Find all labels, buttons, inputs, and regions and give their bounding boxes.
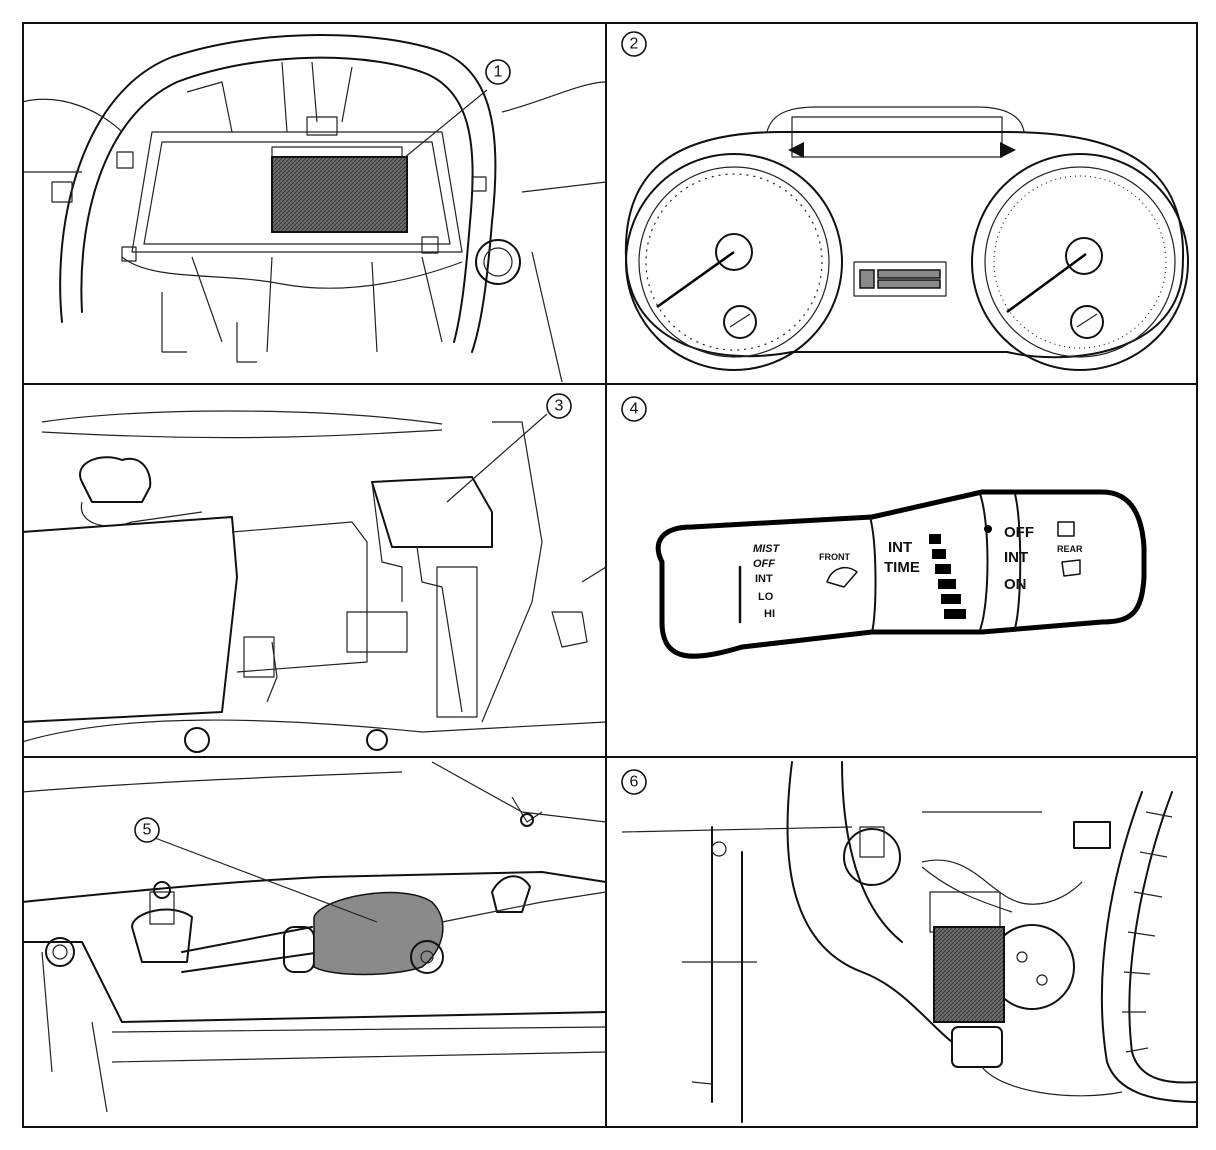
int-time-label-1: INT: [888, 539, 912, 556]
off-label-front: OFF: [753, 558, 775, 570]
panel-5-front-wiper-motor: 5: [22, 761, 606, 1113]
left-turn-arrow-icon: [788, 142, 804, 158]
int-label-front: INT: [755, 573, 773, 585]
rear-washer-icon: [1057, 521, 1075, 537]
callout-2: 2: [630, 36, 639, 53]
panel-4-wiper-switch: MIST OFF INT LO HI FRONT INT TIME OFF IN…: [621, 396, 1147, 659]
int-time-indicator: [929, 534, 966, 619]
int-time-label-2: TIME: [884, 559, 920, 576]
callout-5: 5: [143, 822, 152, 839]
panel-3-engine-room-relay-location: 3: [22, 393, 606, 753]
wiper-switch-connector: [933, 926, 1005, 1023]
lo-label: LO: [758, 591, 774, 603]
hi-label: HI: [764, 608, 775, 620]
odometer-display: [853, 261, 947, 297]
diagram-frame: 1 2: [22, 22, 1198, 1128]
panel-2-instrument-cluster: 2: [621, 31, 1189, 371]
panel-1-combination-meter-location: 1: [22, 34, 606, 383]
wiper-motor-housing: [283, 926, 315, 973]
diagram-svg: 1 2: [22, 22, 1198, 1128]
right-turn-arrow-icon: [1000, 142, 1016, 158]
panel-grid-border: [22, 22, 1198, 1128]
int-label-rear: INT: [1004, 549, 1028, 566]
combination-meter-unit: [271, 156, 408, 233]
front-label: FRONT: [819, 552, 850, 562]
callout-4: 4: [630, 401, 639, 418]
callout-1: 1: [494, 64, 503, 81]
off-label-rear: OFF: [1004, 524, 1034, 541]
tachometer-gauge: [971, 153, 1189, 371]
callout-6: 6: [630, 774, 639, 791]
rear-wiper-icon: [1061, 559, 1081, 577]
rear-label: REAR: [1057, 544, 1083, 554]
mist-label: MIST: [753, 543, 781, 555]
front-wiper-icon: [826, 566, 858, 588]
on-label-rear: ON: [1004, 576, 1027, 593]
ipdm-relay-box: [371, 476, 493, 548]
speedometer-gauge: [625, 153, 843, 371]
callout-3: 3: [555, 398, 564, 415]
panel-6-harness-connector: 6: [621, 761, 1198, 1123]
